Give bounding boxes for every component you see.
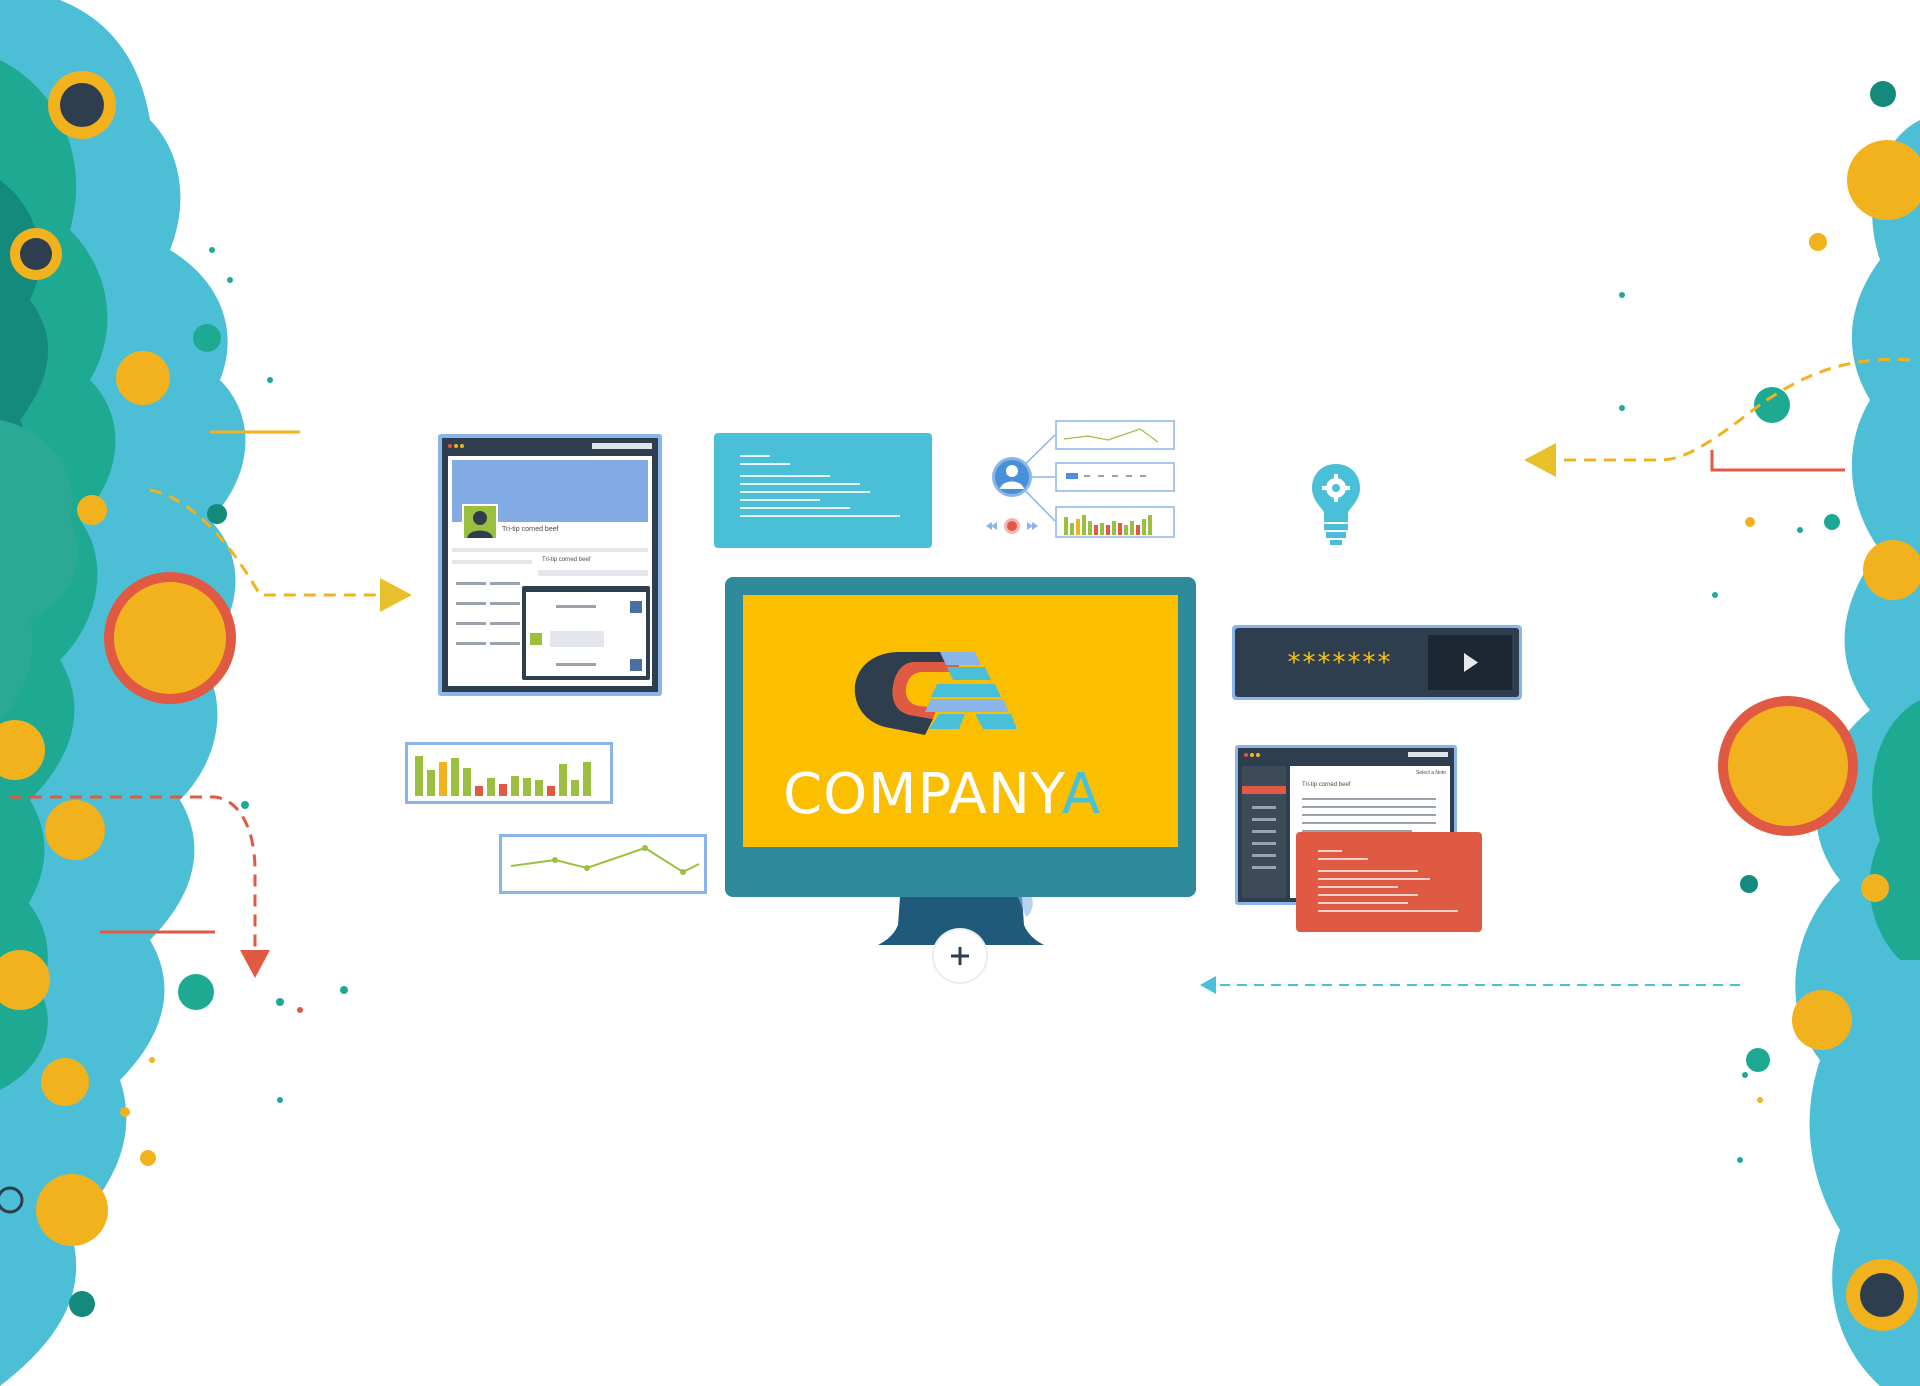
divider bbox=[452, 548, 648, 552]
text-line bbox=[1302, 814, 1436, 816]
text-line bbox=[556, 663, 596, 666]
document-titlebar bbox=[1238, 748, 1454, 762]
submit-button[interactable] bbox=[1428, 635, 1512, 690]
avatar bbox=[630, 659, 642, 671]
text-line bbox=[1318, 858, 1368, 860]
monitor-stand bbox=[878, 897, 1044, 945]
user-silhouette-icon bbox=[467, 511, 493, 538]
plus-icon bbox=[951, 947, 969, 965]
bar-chart-widget bbox=[405, 742, 613, 804]
analytics-network-cluster bbox=[986, 420, 1175, 538]
sidebar-item bbox=[1242, 786, 1286, 794]
company-wordmark: COMPANYA bbox=[742, 762, 1142, 827]
sidebar-item bbox=[1252, 854, 1276, 857]
password-widget bbox=[1232, 625, 1522, 700]
sidebar-item bbox=[1252, 842, 1276, 845]
text-line bbox=[1318, 910, 1458, 912]
text-line bbox=[740, 463, 790, 465]
avatar bbox=[462, 504, 498, 540]
wordmark-accent: A bbox=[1061, 762, 1102, 827]
avatar bbox=[630, 601, 642, 613]
text-line bbox=[740, 483, 860, 485]
right-splash-decoration bbox=[1200, 81, 1920, 1386]
text-line bbox=[490, 582, 520, 585]
text-line bbox=[1318, 886, 1398, 888]
sidebar-item bbox=[1252, 818, 1276, 821]
document-sidebar bbox=[1242, 766, 1286, 898]
mini-bar-chart bbox=[1055, 506, 1175, 538]
chat-row bbox=[526, 600, 646, 614]
text-line bbox=[490, 642, 520, 645]
text-line bbox=[740, 515, 900, 517]
profile-inner-caption: Tri-tip corned beef bbox=[542, 557, 591, 563]
text-line bbox=[1318, 902, 1408, 904]
add-button[interactable] bbox=[934, 930, 986, 982]
chat-bubble bbox=[550, 631, 604, 647]
text-line bbox=[490, 602, 520, 605]
text-line bbox=[740, 507, 850, 509]
window-control-dot-icon bbox=[448, 444, 452, 448]
mini-line-chart bbox=[1055, 420, 1175, 450]
document-corner-label: Select a Note bbox=[1415, 770, 1446, 776]
text-line bbox=[1302, 806, 1436, 808]
text-line bbox=[740, 499, 820, 501]
text-line bbox=[490, 622, 520, 625]
user-node-icon bbox=[992, 457, 1032, 497]
profile-browser-mockup: Tri-tip corned beef Tri-tip corned beef bbox=[438, 434, 662, 696]
monitor bbox=[725, 577, 1196, 897]
sidebar-item bbox=[1252, 866, 1276, 869]
text-line bbox=[1318, 878, 1430, 880]
text-line bbox=[740, 491, 870, 493]
window-control-dot-icon bbox=[1256, 753, 1260, 757]
mini-tag-list bbox=[1055, 462, 1175, 492]
text-line bbox=[740, 455, 770, 457]
left-splash-decoration bbox=[0, 0, 412, 1386]
browser-titlebar bbox=[442, 438, 658, 454]
text-line bbox=[1318, 870, 1418, 872]
chat-row bbox=[526, 630, 646, 648]
text-line bbox=[1302, 798, 1436, 800]
text-line bbox=[1318, 894, 1418, 896]
note-card bbox=[714, 433, 932, 548]
text-line bbox=[456, 602, 486, 605]
avatar bbox=[530, 633, 542, 645]
document-title: Tri-tip corned beef bbox=[1302, 782, 1351, 788]
inner-chat-window bbox=[522, 586, 650, 680]
window-control-dot-icon bbox=[454, 444, 458, 448]
address-bar bbox=[592, 443, 652, 449]
inner-chat-content bbox=[526, 592, 646, 676]
sidebar-item bbox=[1252, 830, 1276, 833]
text-line bbox=[456, 622, 486, 625]
text-line bbox=[740, 475, 830, 477]
line-chart-widget bbox=[499, 834, 707, 894]
wordmark-main: COMPANY bbox=[782, 762, 1062, 827]
address-bar bbox=[1408, 752, 1448, 757]
window-control-dot-icon bbox=[1244, 753, 1248, 757]
lightbulb-gear-icon bbox=[1312, 464, 1360, 545]
company-logo-mark bbox=[854, 652, 1017, 735]
text-line bbox=[456, 642, 486, 645]
red-note-card bbox=[1296, 832, 1482, 932]
profile-caption: Tri-tip corned beef bbox=[502, 526, 559, 533]
text-line bbox=[1302, 830, 1412, 832]
text-line bbox=[1318, 850, 1342, 852]
window-control-dot-icon bbox=[1250, 753, 1254, 757]
text-line bbox=[538, 570, 648, 576]
text-line bbox=[1302, 822, 1436, 824]
text-line bbox=[452, 560, 532, 564]
password-mask: ******* bbox=[1287, 648, 1393, 678]
media-controls-icon bbox=[986, 518, 1038, 534]
window-control-dot-icon bbox=[460, 444, 464, 448]
sidebar-item bbox=[1252, 806, 1276, 809]
text-line bbox=[456, 582, 486, 585]
chat-row bbox=[526, 658, 646, 672]
text-line bbox=[556, 605, 596, 608]
play-arrow-icon bbox=[1464, 653, 1478, 672]
